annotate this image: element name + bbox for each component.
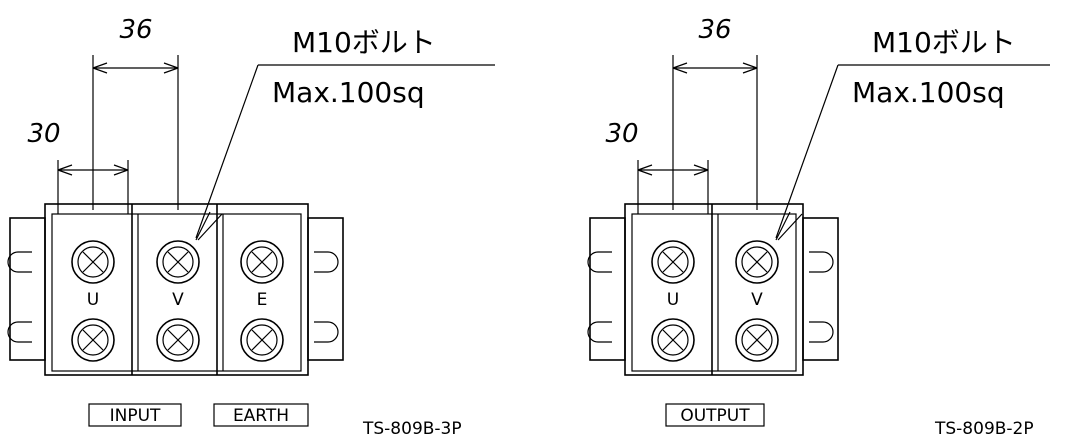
screw-icon: [240, 318, 284, 362]
left-terminal-block: U V E 36 30 M10ボルト Max.100sq INPUT EARTH…: [7, 15, 495, 439]
model-number: TS-809B-2P: [934, 419, 1034, 439]
wire-spec: Max.100sq: [272, 76, 425, 109]
terminal-label-e: E: [257, 290, 268, 310]
wire-spec: Max.100sq: [852, 76, 1005, 109]
left-mount-flange: [9, 217, 46, 361]
bolt-spec: M10ボルト: [292, 26, 436, 59]
screw-icon: [651, 318, 695, 362]
right-mount-flange: [307, 217, 344, 361]
right-mount-flange: [802, 217, 839, 361]
screw-icon: [71, 240, 115, 284]
screw-dimension: 30: [605, 119, 638, 149]
left-mount-flange: [589, 217, 626, 361]
output-label: OUTPUT: [680, 406, 750, 426]
terminal-body: [624, 203, 804, 376]
screw-icon: [156, 318, 200, 362]
terminal-body: [44, 203, 309, 376]
earth-label: EARTH: [233, 406, 289, 426]
screw-icon: [240, 240, 284, 284]
right-terminal-block: U V 36 30 M10ボルト Max.100sq OUTPUT TS-809…: [587, 15, 1050, 439]
screw-icon: [156, 240, 200, 284]
pitch-dimension: 36: [698, 15, 731, 45]
terminal-label-u: U: [87, 290, 99, 310]
pitch-dimension: 36: [119, 15, 152, 45]
screw-icon: [71, 318, 115, 362]
terminal-label-v: V: [172, 290, 184, 310]
screw-dimension: 30: [27, 119, 60, 149]
bolt-spec: M10ボルト: [872, 26, 1016, 59]
model-number: TS-809B-3P: [362, 419, 462, 439]
screw-icon: [735, 318, 779, 362]
terminal-label-u: U: [667, 290, 679, 310]
screw-icon: [735, 240, 779, 284]
screw-icon: [651, 240, 695, 284]
terminal-label-v: V: [751, 290, 763, 310]
input-label: INPUT: [110, 406, 161, 426]
